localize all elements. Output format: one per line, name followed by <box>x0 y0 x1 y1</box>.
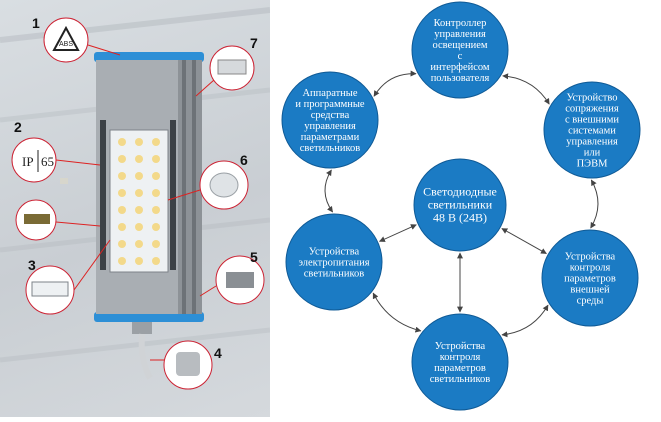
callout-number-1: 1 <box>32 15 40 31</box>
led-dot <box>118 240 126 248</box>
node-circle-upper-right <box>543 81 641 179</box>
led-dot <box>152 172 160 180</box>
callout-6: 6 <box>167 152 249 210</box>
led-strip-icon <box>31 281 69 297</box>
cable-gland-icon <box>176 352 200 376</box>
led-dot <box>152 240 160 248</box>
led-dot <box>118 189 126 197</box>
arrow-lower-right-bottom <box>501 304 549 338</box>
led-dot <box>135 223 143 231</box>
led-dot <box>152 257 160 265</box>
led-matrix <box>118 138 160 265</box>
led-dot <box>135 155 143 163</box>
profile-cross-section-icon <box>217 59 247 75</box>
led-dot <box>152 138 160 146</box>
node-circle-bottom <box>411 313 509 411</box>
led-dot <box>135 172 143 180</box>
luminaire-drawing: ABS 1 IP 65 2 3 4 <box>0 7 270 390</box>
ip-prefix: IP <box>22 154 34 169</box>
node-circle-center <box>413 158 507 252</box>
led-dot <box>118 155 126 163</box>
arrow-top-upper-right <box>502 73 550 105</box>
led-dot <box>152 155 160 163</box>
led-dot <box>135 257 143 265</box>
arrow-upper-left-top <box>373 70 417 97</box>
callout-7: 7 <box>195 35 258 97</box>
led-dot <box>152 189 160 197</box>
callout-5: 5 <box>199 249 265 305</box>
abs-label: ABS <box>59 41 73 48</box>
led-dot <box>118 138 126 146</box>
arrow-center-lower-left <box>379 224 417 242</box>
callout-led-strip <box>15 199 101 241</box>
led-lens-icon <box>209 172 239 198</box>
recycle-abs-icon <box>52 25 80 51</box>
arrow-upper-right-lower-right <box>590 179 599 229</box>
arrow-center-lower-right <box>501 228 547 254</box>
led-dot <box>135 189 143 197</box>
connection-arrows <box>324 70 599 338</box>
callout-3: 3 <box>25 239 111 315</box>
led-dot <box>118 172 126 180</box>
node-circle-lower-right <box>541 229 639 327</box>
callout-number-3: 3 <box>28 257 36 273</box>
led-dot <box>118 223 126 231</box>
callout-2: IP 65 2 <box>11 119 101 183</box>
ip-value: 65 <box>41 154 54 169</box>
callout-number-7: 7 <box>250 35 258 51</box>
node-circle-upper-left <box>281 71 379 169</box>
callout-number-2: 2 <box>14 119 22 135</box>
callout-number-4: 4 <box>214 345 222 361</box>
callout-number-6: 6 <box>240 152 248 168</box>
led-dot <box>118 257 126 265</box>
callout-number-5: 5 <box>250 249 258 265</box>
callout-1: ABS 1 <box>32 15 121 63</box>
led-dot <box>135 206 143 214</box>
node-circle-lower-left <box>285 213 383 311</box>
node-circle-top <box>411 1 509 99</box>
led-dot <box>118 206 126 214</box>
led-dot <box>135 240 143 248</box>
led-driver-icon <box>24 214 50 224</box>
led-dot <box>152 206 160 214</box>
led-dot <box>152 223 160 231</box>
luminaire-body <box>94 52 204 380</box>
arrow-lower-left-upper-left <box>324 169 334 213</box>
callout-4: 4 <box>150 340 222 390</box>
arrow-bottom-lower-left <box>372 292 422 333</box>
power-supply-icon <box>226 272 254 288</box>
led-dot <box>135 138 143 146</box>
product-illustration: ABS 1 IP 65 2 3 4 <box>0 0 270 417</box>
